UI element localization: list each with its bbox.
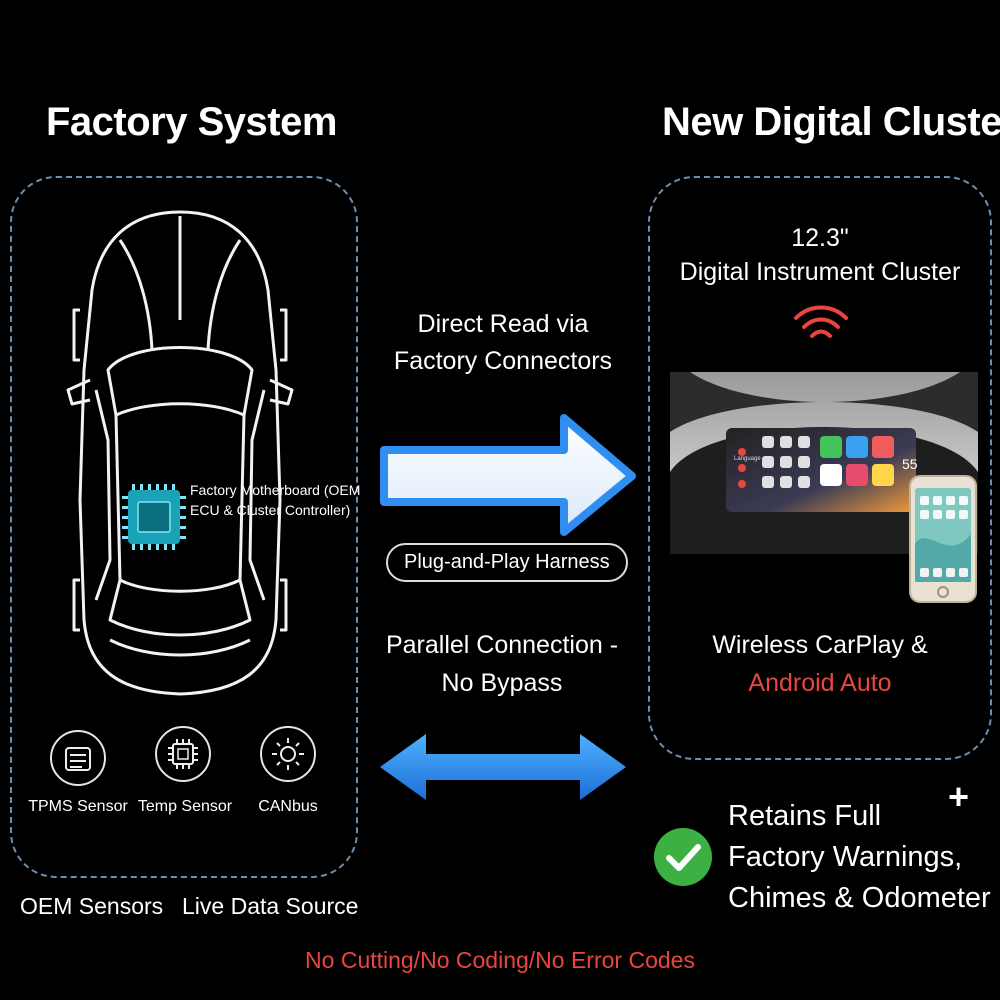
wireless-line1: Wireless CarPlay &: [712, 631, 928, 659]
bidirectional-arrow-icon: [380, 734, 626, 800]
new-cluster-panel: [648, 176, 992, 760]
new-cluster-title: New Digital Cluster: [662, 100, 1000, 144]
parallel-connection-label: Parallel Connection - No Bypass: [370, 626, 634, 702]
checkmark-icon: [666, 844, 701, 871]
parallel-line2: No Bypass: [441, 669, 563, 697]
cluster-name: Digital Instrument Cluster: [679, 258, 961, 286]
temp-chip-icon: [168, 739, 198, 769]
cluster-size: 12.3": [791, 224, 849, 252]
screen-speed-readout: 55: [902, 456, 918, 472]
wireless-carplay-label: Wireless CarPlay & Android Auto: [648, 626, 992, 702]
benefits-line2: Factory Warnings,: [728, 841, 963, 873]
direct-read-label: Direct Read via Factory Connectors: [378, 306, 628, 380]
tpms-icon: [65, 747, 91, 771]
canbus-sun-icon: [272, 738, 304, 770]
wireless-signal-icon: [794, 305, 848, 338]
temp-sensor-label: Temp Sensor: [137, 798, 233, 815]
oem-sensors-caption: OEM Sensors: [20, 893, 164, 919]
direct-read-arrow-icon: [380, 414, 636, 536]
plus-icon: +: [948, 776, 970, 817]
temp-sensor-circle: [155, 726, 211, 782]
harness-pill: Plug-and-Play Harness: [386, 543, 628, 582]
live-data-caption: Live Data Source: [182, 893, 359, 919]
screen-language-label: Language: [734, 456, 761, 462]
check-circle: [654, 828, 712, 886]
motherboard-label-line1: Factory Motherboard (OEM: [190, 482, 361, 498]
motherboard-label: Factory Motherboard (OEM ECU & Cluster C…: [190, 480, 360, 520]
benefits-text: Retains Full Factory Warnings, Chimes & …: [728, 796, 991, 919]
benefits-line1: Retains Full: [728, 800, 882, 832]
canbus-label: CANbus: [258, 798, 318, 815]
parallel-line1: Parallel Connection -: [385, 631, 619, 659]
canbus-sensor-circle: [260, 726, 316, 782]
factory-system-panel: [10, 176, 358, 878]
footer-note: No Cutting/No Coding/No Error Codes: [305, 947, 695, 973]
motherboard-label-line2: ECU & Cluster Controller): [190, 502, 351, 518]
motherboard-chip-icon: [122, 484, 186, 550]
car-outline-icon: [66, 210, 294, 696]
direct-read-line2: Factory Connectors: [393, 347, 613, 375]
factory-system-title: Factory System: [46, 100, 337, 144]
direct-read-line1: Direct Read via: [417, 310, 589, 338]
tpms-sensor-circle: [50, 730, 106, 786]
benefits-line3: Chimes & Odometer: [728, 882, 991, 914]
tpms-sensor-label: TPMS Sensor: [28, 798, 128, 815]
smartphone-icon: [909, 475, 977, 603]
wireless-line2-android: Android Auto: [748, 669, 892, 697]
